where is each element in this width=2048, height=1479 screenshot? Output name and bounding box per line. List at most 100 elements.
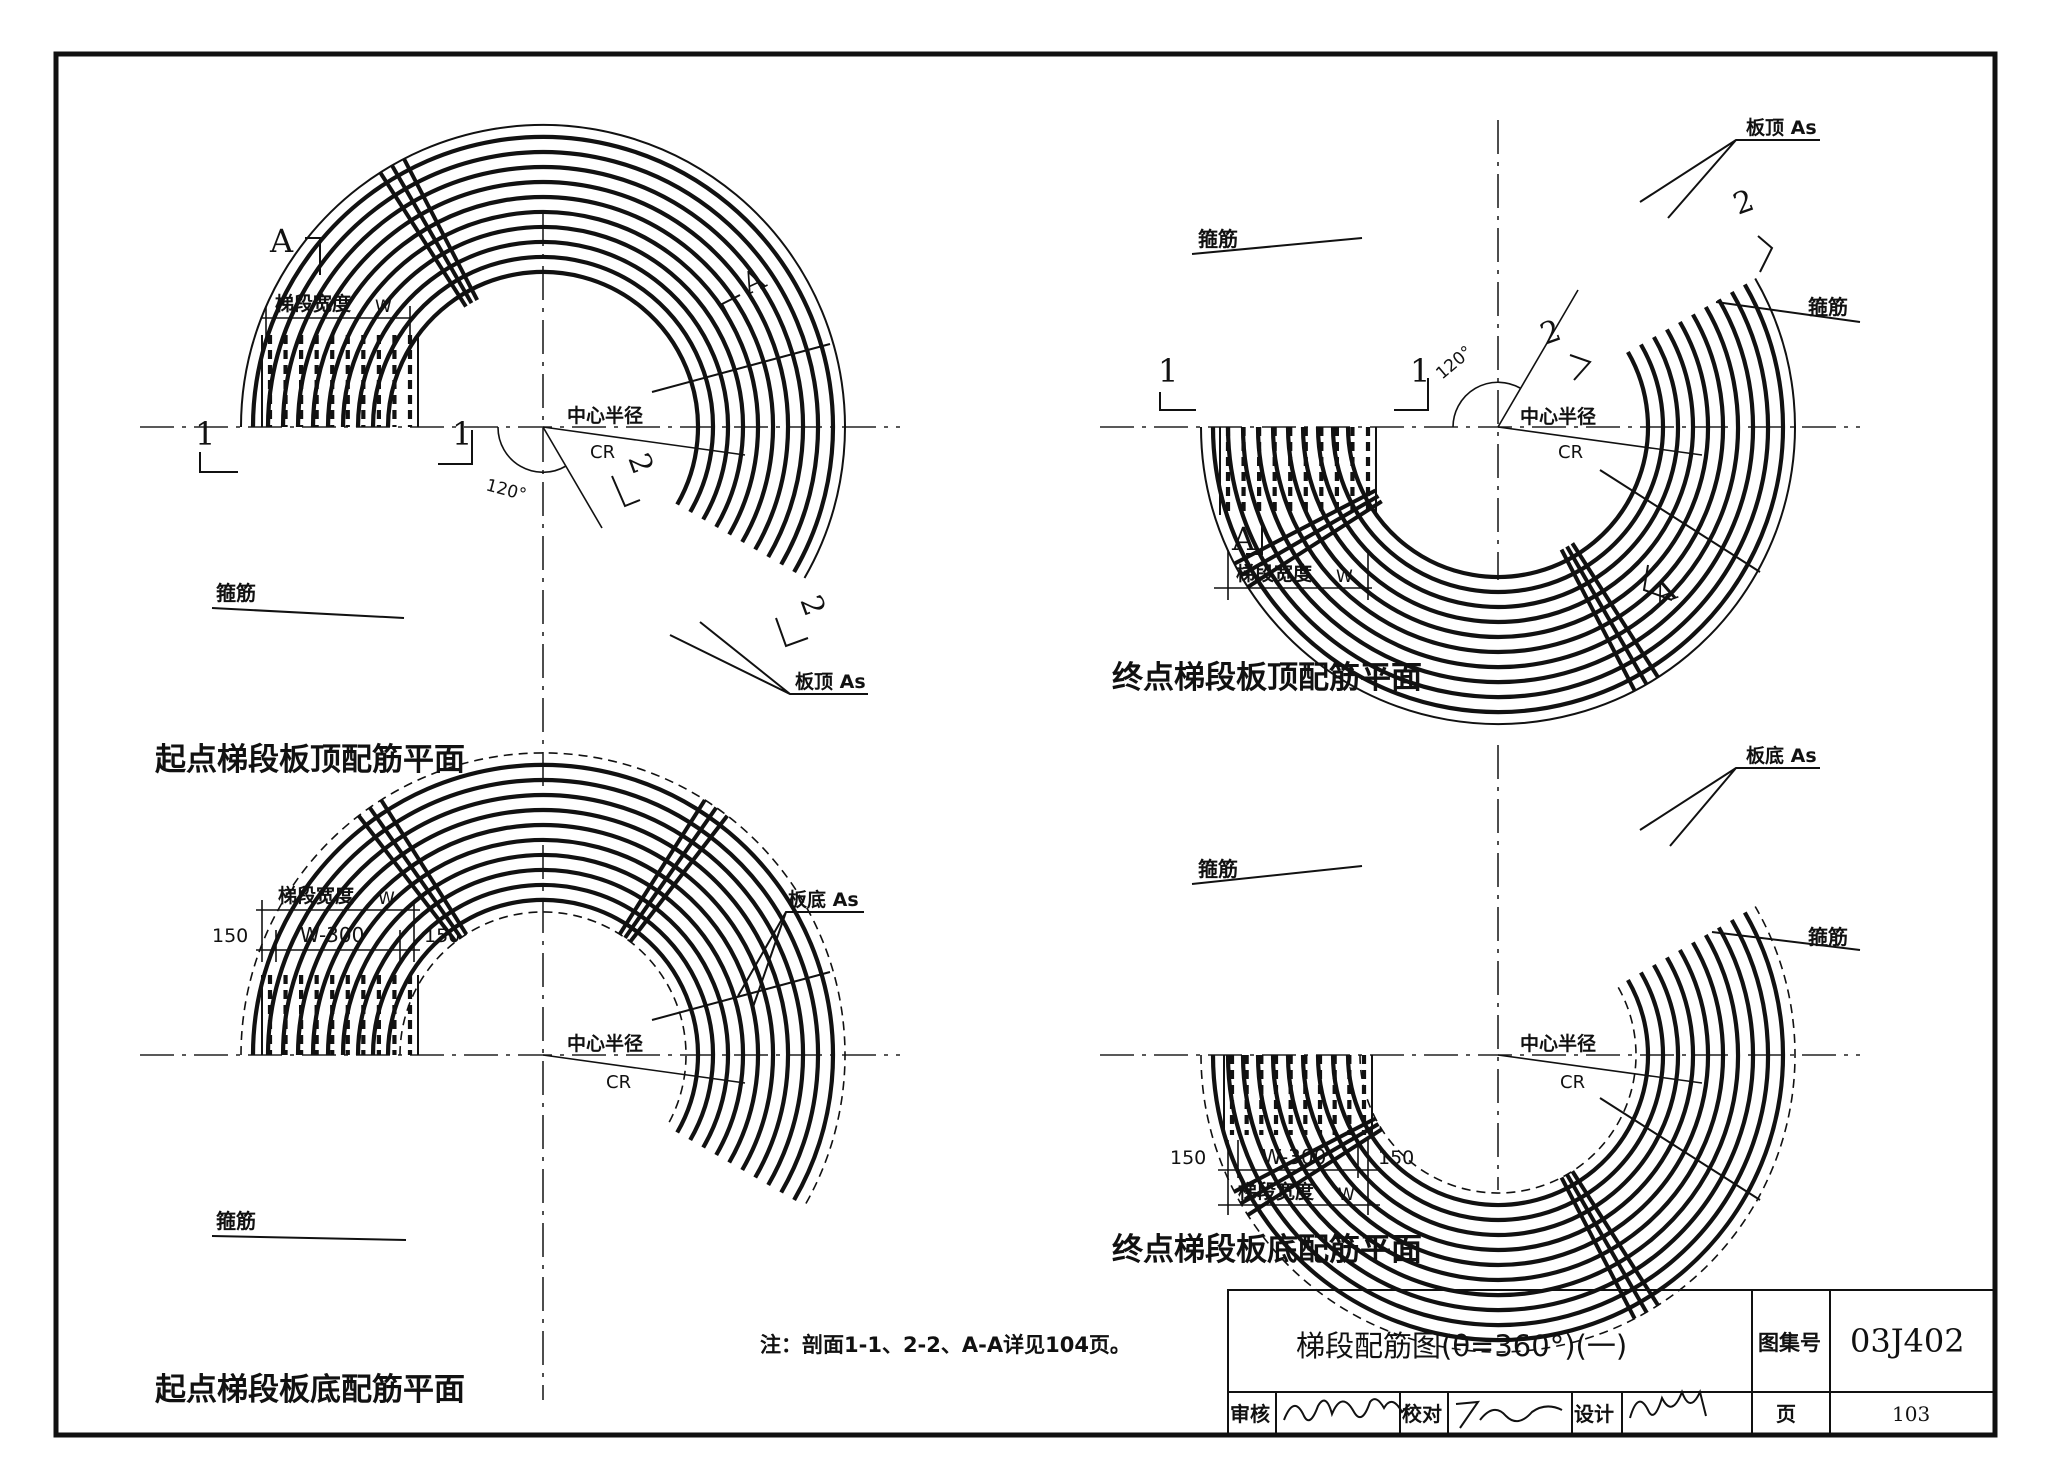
plan-caption: 起点梯段板底配筋平面: [155, 1372, 465, 1408]
stirrup-bar: [628, 814, 729, 943]
section-mark-a-upper: A: [269, 222, 294, 260]
stirrup-leader-right: [1711, 931, 1861, 951]
width-unit: W: [375, 297, 392, 317]
plan-caption: 终点梯段板顶配筋平面: [1112, 660, 1422, 696]
cut-line: [651, 971, 831, 1021]
designer-signature: [1629, 1388, 1707, 1419]
stirrup-leader: [211, 1235, 407, 1241]
center-radius-label: 中心半径: [567, 1032, 643, 1055]
cut-line: [1599, 469, 1761, 573]
bottom-as-leader: [737, 911, 864, 1011]
top-as-leader: [669, 621, 868, 695]
inner-width-label: W-300: [300, 923, 364, 947]
curved-rebar: [250, 762, 836, 1202]
radius-line: [542, 426, 746, 456]
stirrup-bar: [390, 164, 474, 305]
width-label: 梯段宽度: [275, 292, 352, 315]
stirrup-bar: [1570, 1170, 1660, 1307]
top-as-label: 板顶 As: [795, 670, 866, 693]
width-label: 梯段宽度: [1236, 562, 1313, 585]
curved-rebar: [385, 269, 701, 506]
checker-signature: [1455, 1400, 1563, 1429]
plan-caption: 终点梯段板底配筋平面: [1112, 1232, 1422, 1268]
cut-line: [1599, 1097, 1761, 1201]
stirrup-leader-left: [1191, 237, 1363, 255]
title-block-frame: [1227, 1289, 1996, 1436]
stirrup-bar: [1559, 548, 1637, 692]
curved-rebar: [1210, 283, 1786, 715]
curved-rebar: [340, 852, 746, 1157]
straight-flight-rebar-group: [1223, 1055, 1373, 1135]
slab-edge-outer: [1200, 906, 1796, 1353]
check-label: 校对: [1402, 1402, 1442, 1426]
section-mark-2-upper: 2: [1729, 183, 1759, 222]
curved-rebar: [355, 867, 731, 1149]
atlas-label: 图集号: [1758, 1331, 1821, 1355]
width-unit: W: [378, 889, 395, 909]
slab-edge-outer: [240, 123, 846, 579]
top-as-leader: [1639, 139, 1820, 219]
section-mark-2-lower: 2: [792, 591, 831, 621]
curved-rebar: [265, 778, 821, 1194]
angle-leader: [542, 426, 603, 529]
width-unit: W: [1336, 567, 1353, 587]
curved-rebar: [265, 150, 821, 566]
angle-arc: [497, 426, 567, 474]
section-a-bracket-lower: [1246, 520, 1263, 555]
curved-rebar: [280, 165, 806, 559]
top-as-label: 板顶 As: [1746, 116, 1817, 139]
straight-flight-rebar-group: [261, 335, 419, 427]
start-top-plan: 梯段宽度 W A A 1 1 2 2 120° 中心半径 CR 箍筋 板顶 As…: [140, 123, 900, 790]
drawing-title: 梯段配筋图(θ=360°)(一): [1296, 1329, 1627, 1363]
cr-label: CR: [590, 442, 615, 463]
angle-leader: [1497, 289, 1579, 428]
width-label: 梯段宽度: [278, 884, 355, 907]
section-2-bracket-upper: [1757, 235, 1774, 273]
section-mark-1-left: 1: [195, 415, 215, 453]
atlas-number: 03J402: [1850, 1322, 1965, 1360]
stirrup-bar: [1570, 542, 1660, 679]
section-1-bracket-right: [438, 430, 473, 465]
angle-arc: [1452, 381, 1521, 428]
straight-flight-rebar-group: [1219, 427, 1377, 515]
sheet-border: [53, 51, 1998, 1438]
width-label: 梯段宽度: [1238, 1180, 1315, 1203]
section-1-bracket-left: [1159, 392, 1196, 411]
stirrup-bar: [1246, 1127, 1383, 1217]
curved-rebar: [310, 822, 776, 1172]
stirrup-label-left: 箍筋: [1198, 227, 1238, 251]
page-label: 页: [1776, 1402, 1796, 1426]
curved-rebar: [370, 254, 716, 514]
section-2-bracket-lower: [1569, 354, 1592, 381]
center-radius-label: 中心半径: [1520, 1032, 1596, 1055]
curved-rebar-group: [1200, 278, 1796, 725]
plan-caption: 起点梯段板顶配筋平面: [155, 742, 465, 778]
edge-left-label: 150: [212, 925, 248, 947]
end-bottom-plan: 中心半径 CR W-300 150 150 梯段宽度 W 箍筋 箍筋 板底 As…: [1100, 744, 1861, 1353]
curved-rebar: [250, 134, 836, 574]
stirrup-bar: [378, 171, 468, 308]
radius-line: [1497, 1054, 1703, 1084]
stirrup-bar: [357, 814, 458, 943]
radius-line: [542, 1054, 746, 1084]
cr-label: CR: [1560, 1072, 1585, 1093]
edge-left-label: 150: [1170, 1147, 1206, 1169]
section-mark-a-lower: A: [1231, 520, 1256, 558]
cut-line: [651, 343, 831, 393]
cr-label: CR: [606, 1072, 631, 1093]
radius-line: [1497, 426, 1703, 456]
section-mark-1-left: 1: [1158, 352, 1178, 390]
stirrup-bar: [368, 806, 463, 940]
angle-label: 120°: [484, 476, 529, 506]
reviewer-signature: [1283, 1398, 1411, 1422]
bottom-as-label: 板底 As: [788, 888, 859, 911]
curved-rebar-group: [240, 123, 846, 579]
section-a-bracket-upper: [305, 237, 321, 275]
stirrup-leader-right: [1715, 301, 1861, 323]
edge-right-label: 150: [1378, 1147, 1414, 1169]
curved-rebar: [295, 180, 791, 551]
straight-flight-rebar-group: [261, 975, 419, 1055]
stirrup-bar: [1246, 499, 1383, 589]
curved-rebar: [355, 239, 731, 521]
